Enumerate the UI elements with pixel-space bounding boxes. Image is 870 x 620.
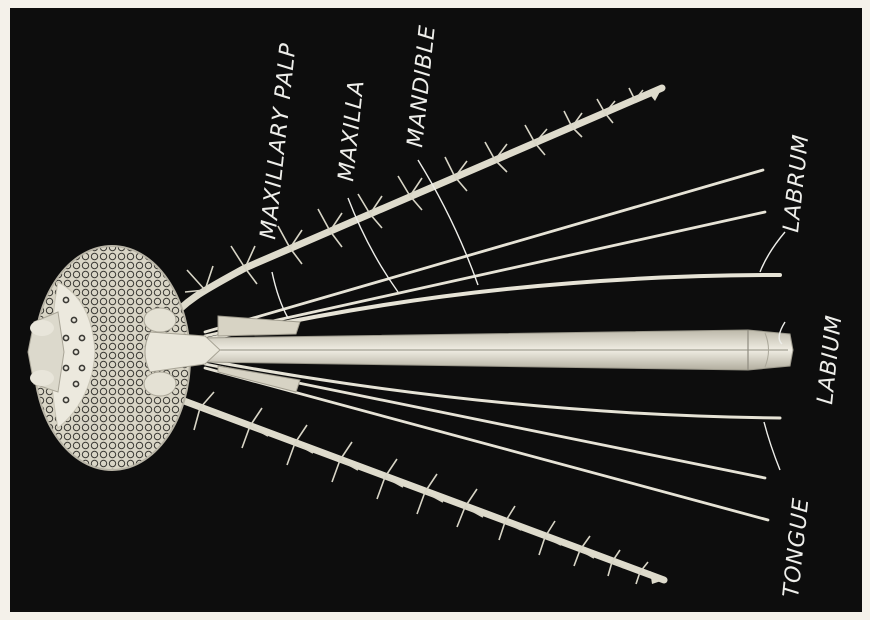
mosquito-mouthparts-plate: MAXILLARY PALP MAXILLA MANDIBLE LABRUM L…	[0, 0, 870, 620]
